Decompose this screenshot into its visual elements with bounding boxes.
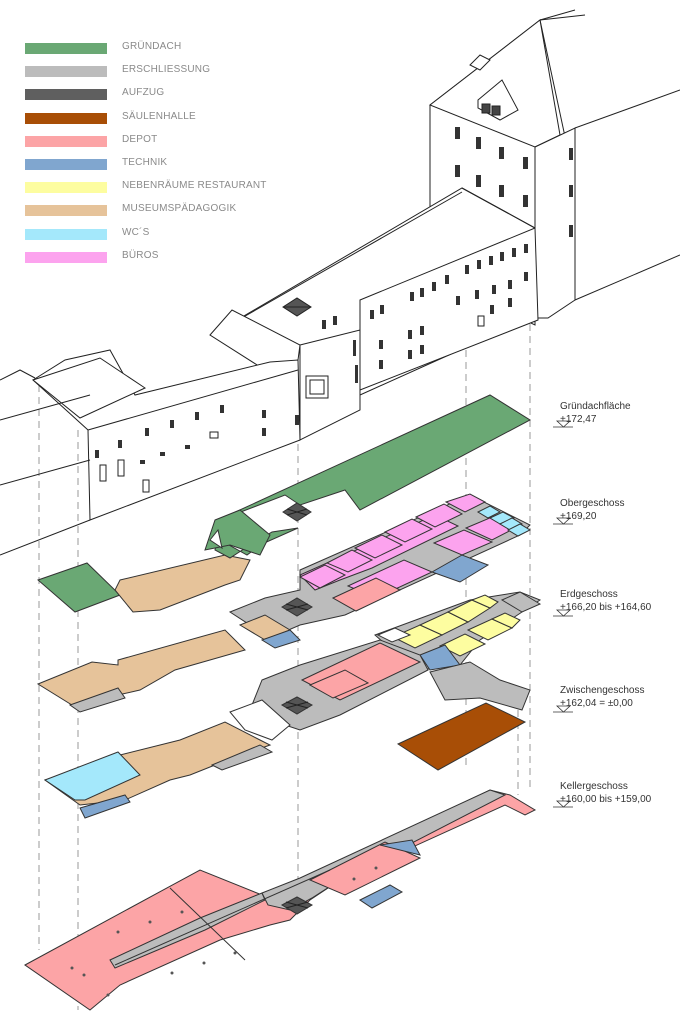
level-name: Obergeschoss — [560, 498, 625, 509]
existing-building — [0, 9, 680, 556]
legend-swatch — [25, 251, 107, 263]
level-marker-icon — [553, 420, 573, 428]
level-elevation: +172,47 — [560, 414, 597, 425]
legend-label: TECHNIK — [122, 156, 168, 168]
level-label-erdgeschoss: Erdgeschoss +166,20 bis +164,60 — [560, 588, 651, 614]
legend-swatch — [25, 205, 107, 217]
legend-label: SÄULENHALLE — [122, 110, 196, 122]
legend-label: NEBENRÄUME RESTAURANT — [122, 180, 267, 192]
level-label-obergeschoss: Obergeschoss +169,20 — [560, 497, 624, 523]
level-marker-icon — [553, 705, 573, 713]
legend-label: GRÜNDACH — [122, 41, 182, 52]
legend-label: BÜROS — [122, 249, 159, 261]
legend-swatch — [25, 135, 107, 147]
legend-label: AUFZUG — [122, 87, 165, 99]
legend-swatch — [25, 158, 107, 170]
level-marker-icon — [553, 800, 573, 808]
level-name: Zwischengeschoss — [560, 685, 645, 696]
level-elevation: +162,04 = ±0,00 — [560, 698, 633, 709]
level-name: Kellergeschoss — [560, 781, 628, 792]
legend-swatch — [25, 43, 107, 54]
level-erdgeschoss-plate — [374, 591, 542, 671]
level-zwischengeschoss-west — [43, 721, 274, 819]
level-name: Erdgeschoss — [560, 589, 618, 600]
level-name: Gründachfläche — [560, 401, 631, 412]
legend-label: ERSCHLIESSUNG — [122, 64, 211, 76]
legend-swatch — [25, 228, 107, 240]
level-elevation: +160,00 bis +159,00 — [560, 794, 652, 805]
level-label-zwischengeschoss: Zwischengeschoss +162,04 = ±0,00 — [560, 684, 644, 710]
legend-swatch — [25, 112, 107, 124]
level-marker-icon — [553, 609, 573, 617]
legend-label: WC´S — [122, 226, 150, 238]
level-marker-icon — [553, 517, 573, 525]
level-label-kellergeschoss: Kellergeschoss +160,00 bis +159,00 — [560, 780, 651, 806]
legend-label: DEPOT — [122, 133, 158, 145]
level-label-gruendachflaeche: Gründachfläche +172,47 — [560, 400, 631, 426]
level-obergeschoss-west — [36, 629, 246, 713]
legend-swatch — [25, 89, 107, 101]
legend-swatch — [25, 66, 107, 78]
level-elevation: +166,20 bis +164,60 — [560, 602, 652, 613]
level-markers — [553, 420, 573, 808]
level-gruendach-plate — [37, 394, 532, 613]
level-obergeschoss-plate — [228, 493, 532, 649]
level-zwischengeschoss-plate — [229, 639, 531, 771]
level-kellergeschoss-plate — [24, 789, 537, 1011]
legend-label: MUSEUMSPÄDAGOGIK — [122, 203, 237, 215]
level-elevation: +169,20 — [560, 511, 597, 522]
legend-swatch — [25, 182, 107, 194]
